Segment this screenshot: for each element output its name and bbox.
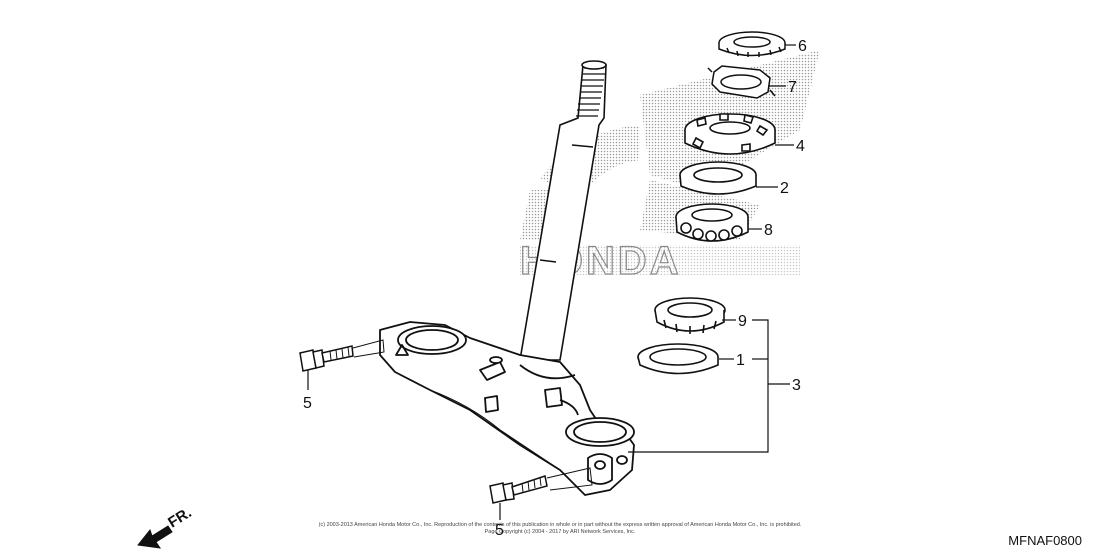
callout-7: 7: [788, 79, 797, 96]
copyright-line-1: (c) 2003-2013 American Honda Motor Co., …: [318, 522, 802, 528]
part-8-upper-bearing: [675, 203, 749, 242]
callout-8: 8: [764, 222, 773, 239]
front-direction-arrow: FR.: [137, 504, 195, 549]
callout-9: 9: [738, 313, 747, 330]
fr-label: FR.: [165, 504, 195, 531]
copyright-notice: (c) 2003-2013 American Honda Motor Co., …: [310, 522, 810, 536]
diagram-code: MFNAF0800: [1008, 533, 1082, 548]
part-7-lock-washer: [707, 65, 776, 99]
bottom-bridge: [379, 321, 635, 496]
part-6-lock-nut: [718, 31, 786, 57]
callout-5-bottom: 5: [495, 522, 504, 539]
copyright-line-2: Page Copyright (c) 2004 - 2017 by ARI Ne…: [484, 529, 636, 535]
callout-5-left: 5: [303, 395, 312, 412]
callout-4: 4: [796, 138, 805, 155]
leader-lines: [307, 44, 796, 520]
bolt-bottom: [489, 467, 593, 504]
part-9-lower-bearing: [654, 297, 726, 334]
callout-3: 3: [792, 377, 801, 394]
callout-2: 2: [780, 180, 789, 197]
steering-stem-shaft: [519, 60, 607, 361]
part-1-dust-seal: [637, 343, 719, 375]
callout-6: 6: [798, 38, 807, 55]
callout-labels: 6 7 4 2 8 9 1 3 5 5: [303, 38, 807, 539]
callout-1: 1: [736, 352, 745, 369]
part-2-dust-seal: [679, 161, 757, 195]
bolt-left: [299, 339, 385, 372]
part-4-adjusting-nut: [684, 113, 776, 155]
